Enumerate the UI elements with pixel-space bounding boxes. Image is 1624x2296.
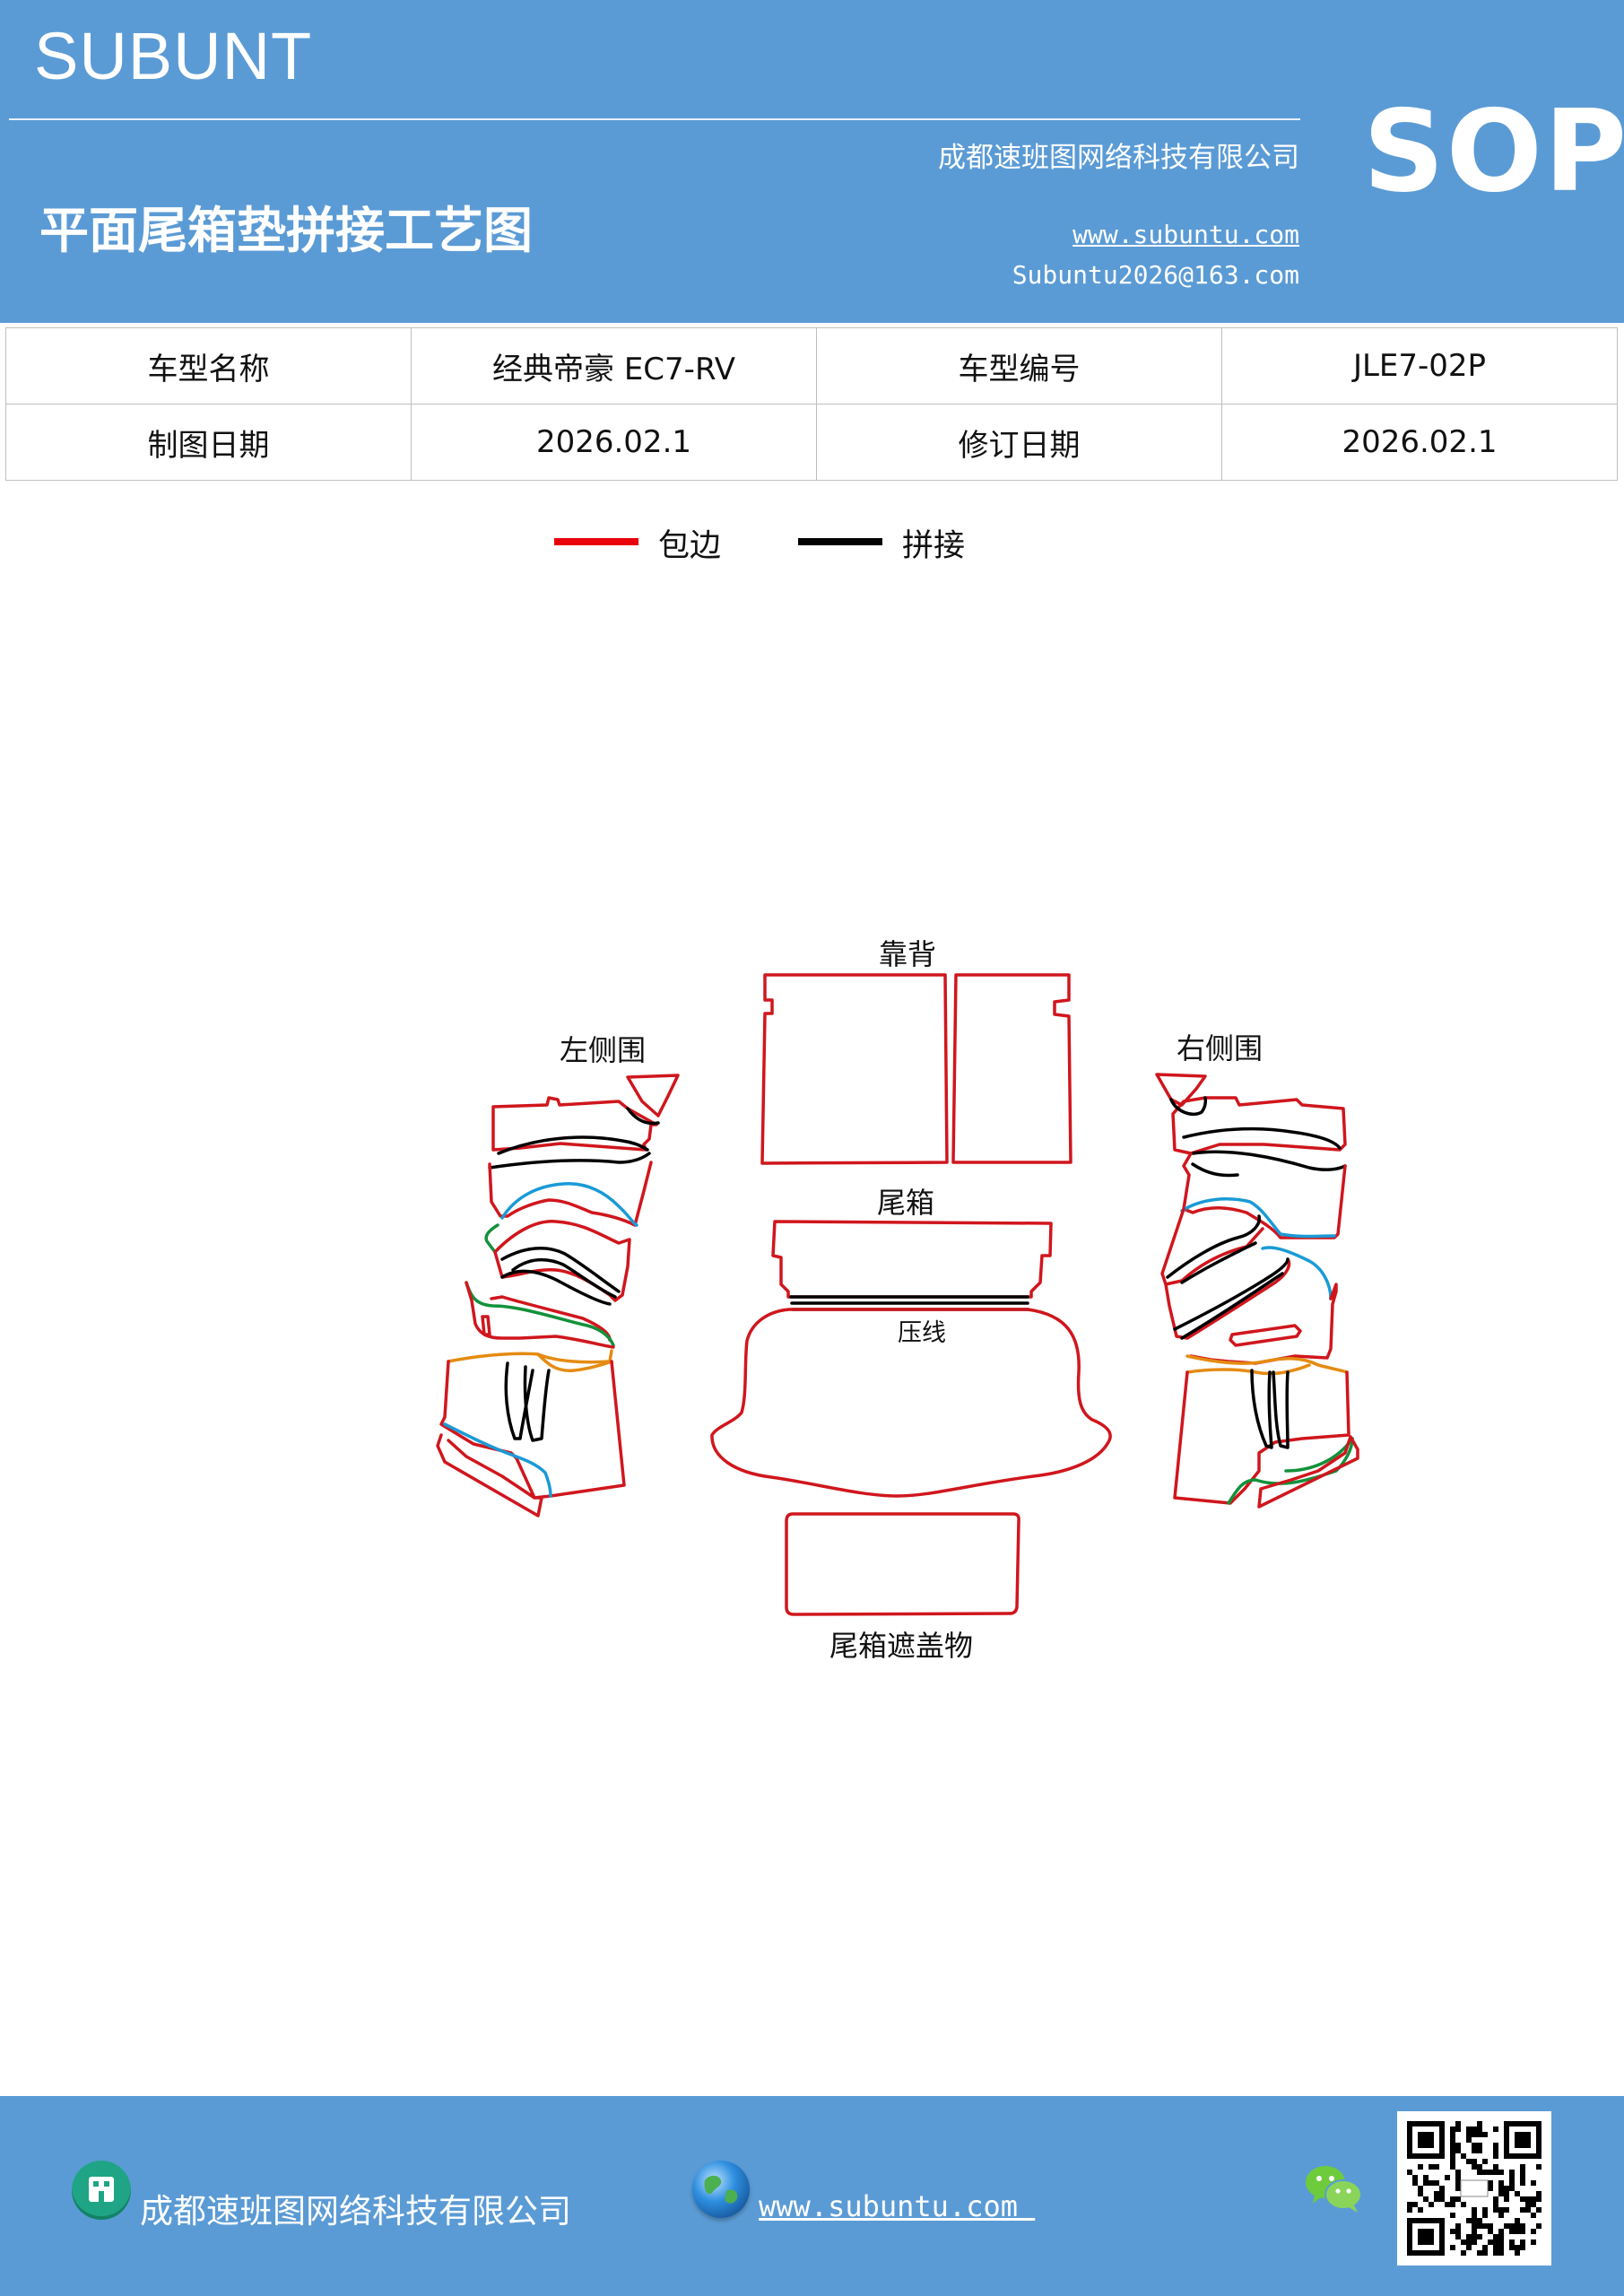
right-piece-4 <box>1164 1257 1291 1340</box>
right-orange-seam-2 <box>1185 1363 1311 1376</box>
right-seam-3 <box>1191 1162 1239 1178</box>
left-piece-4 <box>490 1295 612 1342</box>
label-backrest: 靠背 <box>879 937 936 971</box>
label-right-side: 右侧围 <box>1177 1031 1263 1065</box>
wechat-icon[interactable] <box>1304 2161 1363 2214</box>
right-center-loop-2 <box>1272 1370 1290 1449</box>
header-divider <box>9 118 1300 120</box>
right-top-wedge <box>1155 1073 1207 1107</box>
brand-name: SUBUNT <box>34 19 313 93</box>
left-orange-seam-2 <box>536 1352 613 1372</box>
value-drawing-date: 2026.02.1 <box>411 404 817 481</box>
right-seam-top <box>1169 1096 1208 1117</box>
table-row: 车型名称 经典帝豪 EC7-RV 车型编号 JLE7-02P <box>5 327 1618 404</box>
right-seam-1 <box>1182 1126 1342 1150</box>
right-seam-6 <box>1173 1257 1290 1331</box>
left-top-wedge <box>626 1074 680 1118</box>
label-trunk: 尾箱 <box>877 1186 934 1220</box>
sop-badge: SOP <box>1363 85 1624 217</box>
left-piece-3 <box>493 1220 631 1302</box>
right-strip <box>1229 1324 1302 1347</box>
left-blue-seam <box>500 1182 638 1227</box>
right-green-seam <box>1227 1437 1354 1505</box>
right-piece-2 <box>1182 1152 1347 1239</box>
value-model-code: JLE7-02P <box>1221 327 1618 404</box>
qr-code <box>1397 2111 1551 2266</box>
left-green-seam-2 <box>465 1281 615 1347</box>
left-seam-3 <box>500 1247 621 1293</box>
left-orange-seam <box>447 1349 613 1364</box>
right-seam-5 <box>1180 1241 1257 1284</box>
right-orange-seam <box>1185 1354 1349 1374</box>
vehicle-info-table: 车型名称 经典帝豪 EC7-RV 车型编号 JLE7-02P 制图日期 2026… <box>5 327 1618 481</box>
left-lower-piece <box>436 1433 543 1518</box>
left-center-loop-1 <box>504 1361 534 1440</box>
left-seam-top <box>626 1107 660 1126</box>
left-tab <box>481 1315 491 1336</box>
email-address: Subuntu2026@163.com <box>1012 260 1299 290</box>
trunk-main-mat <box>710 1308 1112 1498</box>
footer-website-link[interactable]: www.subuntu.com <box>759 2189 1036 2223</box>
legend-label-edge: 包边 <box>658 528 722 564</box>
right-piece-1 <box>1171 1096 1347 1155</box>
left-blue-seam-2 <box>443 1422 552 1498</box>
left-piece-5 <box>465 1281 615 1349</box>
legend-label-seam: 拼接 <box>902 528 966 564</box>
table-row: 制图日期 2026.02.1 修订日期 2026.02.1 <box>5 404 1618 481</box>
backrest-right-panel <box>951 973 1073 1164</box>
right-piece-3 <box>1160 1207 1264 1286</box>
website-link[interactable]: www.subuntu.com <box>1073 220 1299 249</box>
left-seam-1 <box>497 1135 649 1155</box>
right-seam-7 <box>1180 1272 1284 1340</box>
label-press-line: 压线 <box>898 1319 946 1347</box>
value-revision-date: 2026.02.1 <box>1221 404 1618 481</box>
right-center-loop-1 <box>1250 1369 1273 1449</box>
label-model-name: 车型名称 <box>5 327 412 404</box>
right-blue-seam-2 <box>1261 1246 1333 1300</box>
footer-banner: 成都速班图网络科技有限公司 www.subuntu.com <box>0 2096 1624 2296</box>
right-piece-6 <box>1173 1370 1350 1505</box>
label-left-side: 左侧围 <box>560 1033 646 1067</box>
edge-swatch <box>554 538 638 545</box>
backrest-left-panel <box>760 973 949 1165</box>
label-revision-date: 修订日期 <box>816 404 1222 481</box>
building-icon <box>72 2161 131 2220</box>
globe-icon <box>692 2161 750 2218</box>
left-seam-4 <box>511 1257 617 1299</box>
left-piece-2 <box>488 1161 653 1227</box>
label-trunk-cover: 尾箱遮盖物 <box>829 1629 973 1663</box>
right-seam-2 <box>1191 1150 1347 1171</box>
header-banner: SUBUNT 平面尾箱垫拼接工艺图 成都速班图网络科技有限公司 www.subu… <box>0 0 1624 323</box>
trunk-cover-mat <box>785 1512 1020 1616</box>
seam-swatch <box>798 538 882 545</box>
left-center-loop-2 <box>523 1365 551 1442</box>
left-seam-5 <box>500 1269 612 1306</box>
right-blue-seam <box>1180 1197 1336 1239</box>
right-lower-piece <box>1257 1435 1359 1509</box>
label-model-code: 车型编号 <box>816 327 1222 404</box>
right-seam-4 <box>1166 1214 1262 1279</box>
trunk-top-strip <box>771 1220 1053 1299</box>
left-green-seam-1 <box>484 1223 499 1254</box>
footer-company-name: 成都速班图网络科技有限公司 <box>140 2192 571 2231</box>
label-drawing-date: 制图日期 <box>5 404 412 481</box>
value-model-name: 经典帝豪 EC7-RV <box>411 327 817 404</box>
document-title: 平面尾箱垫拼接工艺图 <box>39 202 534 259</box>
company-name: 成都速班图网络科技有限公司 <box>938 142 1299 174</box>
left-seam-2 <box>488 1152 651 1170</box>
